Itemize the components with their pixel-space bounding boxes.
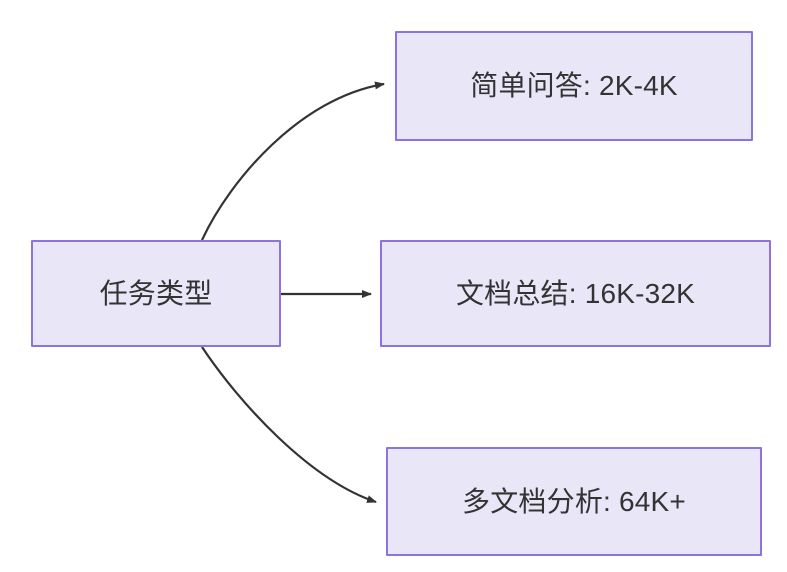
edge-source-to-multi-doc — [201, 346, 377, 504]
edge-source-to-simple-qa — [201, 81, 385, 241]
node-multi-doc[interactable]: 多文档分析: 64K+ — [386, 447, 762, 556]
node-multi-doc-label: 多文档分析: 64K+ — [462, 485, 686, 517]
node-task-type-label: 任务类型 — [99, 277, 213, 309]
node-doc-summary-label: 文档总结: 16K-32K — [455, 277, 696, 309]
node-doc-summary[interactable]: 文档总结: 16K-32K — [380, 240, 771, 347]
node-task-type[interactable]: 任务类型 — [31, 240, 281, 347]
node-simple-qa-label: 简单问答: 2K-4K — [470, 70, 678, 102]
node-simple-qa[interactable]: 简单问答: 2K-4K — [395, 31, 753, 141]
